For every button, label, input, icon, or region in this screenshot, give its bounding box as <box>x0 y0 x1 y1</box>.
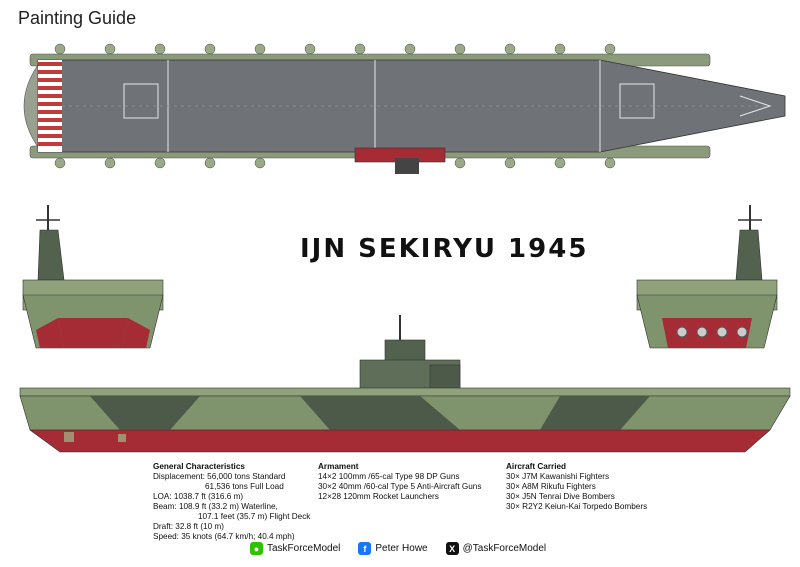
facebook-icon: f <box>358 542 372 555</box>
beam: Beam: 108.9 ft (33.2 m) Waterline, <box>153 502 278 511</box>
aircraft-line: 30× J5N Tenrai Dive Bombers <box>506 492 615 501</box>
x-link[interactable]: X @TaskForceModel <box>445 542 547 555</box>
displacement: Displacement: 56,000 tons Standard <box>153 472 286 481</box>
aa-gun-mounts <box>54 43 616 169</box>
x-icon: X <box>445 542 459 555</box>
speed: Speed: 35 knots (64.7 km/h; 40.4 mph) <box>153 532 295 541</box>
aircraft-line: 30× A8M Rikufu Fighters <box>506 482 596 491</box>
general-heading: General Characteristics <box>153 462 245 471</box>
ship-title: IJN SEKIRYU 1945 <box>300 234 589 264</box>
island-superstructure <box>359 315 461 391</box>
facebook-link[interactable]: f Peter Howe <box>358 542 428 555</box>
wechat-link[interactable]: ● TaskForceModel <box>250 542 340 555</box>
aircraft-heading: Aircraft Carried <box>506 462 567 471</box>
armament-line: 30×2 40mm /60-cal Type 5 Anti-Aircraft G… <box>318 482 482 491</box>
hull-lower <box>29 429 771 453</box>
armament: Armament 14×2 100mm /65-cal Type 98 DP G… <box>318 462 481 502</box>
x-handle: @TaskForceModel <box>462 543 547 554</box>
loa: LOA: 1038.7 ft (316.6 m) <box>153 492 244 501</box>
beam-deck: 107.1 feet (35.7 m) Flight Deck <box>198 512 311 521</box>
facebook-handle: Peter Howe <box>375 543 428 554</box>
propellers <box>64 432 126 442</box>
draft: Draft: 32.8 ft (10 m) <box>153 522 224 531</box>
armament-line: 12×28 120mm Rocket Launchers <box>318 492 439 501</box>
wechat-icon: ● <box>250 542 263 555</box>
bow-view-illustration <box>636 205 778 349</box>
displacement-full: 61,536 tons Full Load <box>205 482 284 491</box>
armament-line: 14×2 100mm /65-cal Type 98 DP Guns <box>318 472 460 481</box>
top-view-illustration <box>23 43 786 174</box>
stern-stripes <box>38 60 62 152</box>
aircraft-carried: Aircraft Carried 30× J7M Kawanishi Fight… <box>506 462 647 512</box>
armament-heading: Armament <box>318 462 359 471</box>
wechat-handle: TaskForceModel <box>267 543 341 554</box>
deck-markings <box>62 60 772 152</box>
general-characteristics: General Characteristics Displacement: 56… <box>153 462 310 542</box>
stern-view-illustration <box>22 205 164 349</box>
deck-edge <box>19 387 791 397</box>
funnel-top <box>395 158 419 174</box>
side-profile-illustration <box>19 315 791 453</box>
social-footer: ● TaskForceModel f Peter Howe X @TaskFor… <box>250 542 546 555</box>
aircraft-line: 30× J7M Kawanishi Fighters <box>506 472 610 481</box>
page-title: Painting Guide <box>18 8 137 28</box>
camouflage-pattern <box>90 396 650 430</box>
aircraft-line: 30× R2Y2 Keiun-Kai Torpedo Bombers <box>506 502 648 511</box>
